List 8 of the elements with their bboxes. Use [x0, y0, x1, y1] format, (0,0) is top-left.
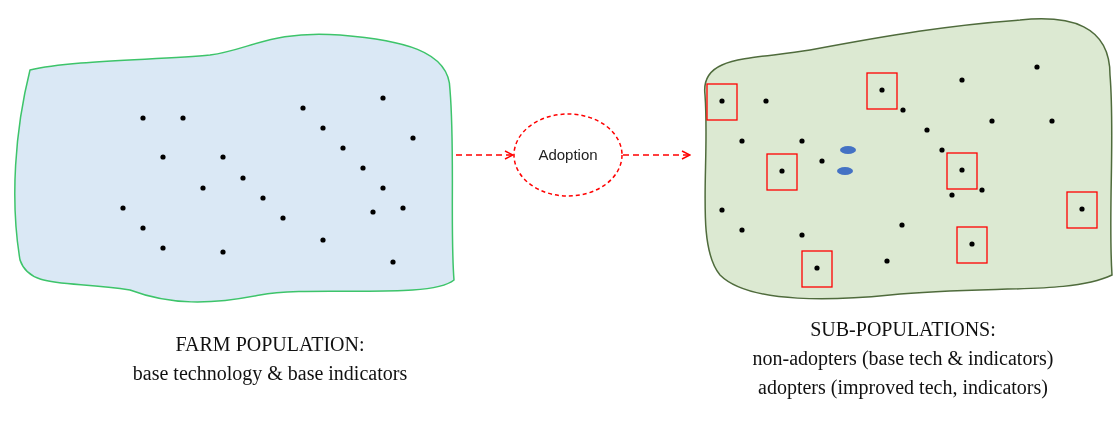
population-description: base technology & base indicators	[132, 361, 408, 387]
arrow	[455, 150, 514, 160]
population-description: non-adopters (base tech & indicators)	[752, 346, 1054, 372]
process-label: Adoption	[538, 144, 598, 165]
population-description: adopters (improved tech, indicators)	[758, 375, 1048, 401]
arrow	[622, 150, 691, 160]
population-heading: SUB-POPULATIONS:	[810, 317, 996, 342]
population-heading: FARM POPULATION:	[175, 332, 365, 357]
